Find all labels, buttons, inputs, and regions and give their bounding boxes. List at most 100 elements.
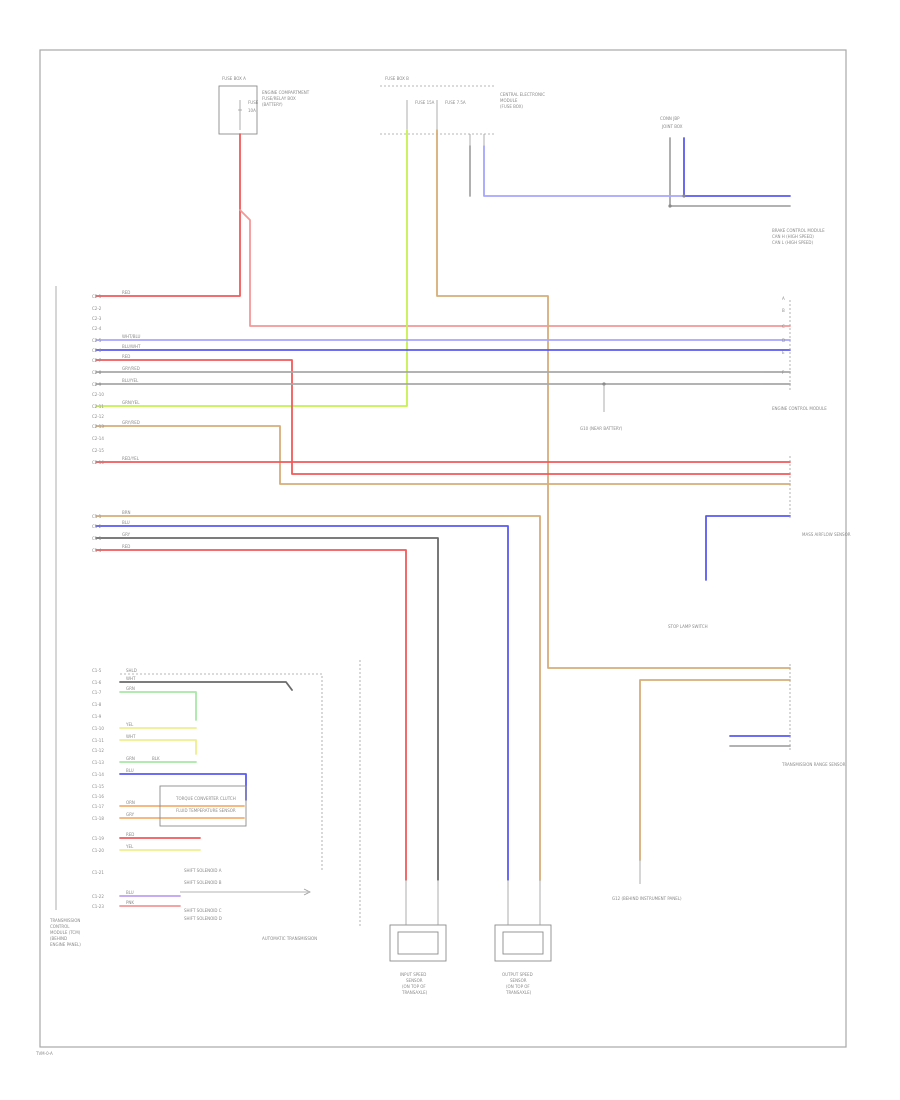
tcm-label-5: ENGINE PANEL)	[50, 942, 81, 947]
fuse-box-a-note2: FUSE/RELAY BOX	[262, 96, 296, 101]
wire-label-lower-5: WHT	[126, 734, 136, 739]
sensor1-label-2: SENSOR	[406, 978, 423, 983]
wire-right-ground	[705, 515, 791, 581]
inner-label-6: SHIFT SOLENOID D	[184, 916, 222, 921]
right-label-maf: MASS AIRFLOW SENSOR	[802, 532, 851, 537]
right-label-trs: TRANSMISSION RANGE SENSOR	[781, 762, 846, 767]
wire-label-upper-8: GRY/RED	[122, 420, 140, 425]
pin-lower-6: C1-10	[92, 726, 104, 731]
wire-label-lower-1: SHLD	[126, 668, 137, 673]
footer-code: TVM-0-A	[35, 1051, 53, 1056]
inner-label-3: TORQUE CONVERTER CLUTCH	[175, 796, 236, 801]
wire-top-right-blue	[683, 137, 791, 197]
pin-lower-13: C1-17	[92, 804, 104, 809]
tcm-label-4: (BEHIND	[50, 936, 67, 941]
pin-upper-2: C2-2	[92, 306, 102, 311]
sensor2-label-4: TRANSAXLE)	[505, 990, 532, 995]
output-speed-sensor-box	[494, 924, 552, 962]
wire-label-lower-8: BLU	[126, 768, 134, 773]
pin-upper-14: C2-14	[92, 436, 104, 441]
wire-label-mid-2: BLU	[122, 520, 130, 525]
fuse-box-a-line2: 10A	[248, 108, 256, 113]
wire-label-mid-3: GRY	[122, 532, 131, 537]
pin-lower-14: C1-18	[92, 816, 104, 821]
fuse-box-a-note3: (BATTERY)	[262, 102, 283, 107]
pin-upper-6: C2-6	[92, 348, 102, 353]
pin-upper-12: C2-12	[92, 414, 104, 419]
sensor2-label-2: SENSOR	[510, 978, 527, 983]
pin-upper-7: C2-7	[92, 358, 102, 363]
pin-upper-10: C2-10	[92, 392, 104, 397]
wire-mid-red	[95, 549, 407, 881]
wire-fuse-a-red	[95, 133, 241, 297]
wire-label-upper-1: RED	[122, 290, 130, 295]
fuse-box-b-note2: MODULE	[500, 98, 518, 103]
fuse-a-symbol	[238, 100, 242, 130]
wire-lower-1	[119, 681, 293, 691]
pin-upper-15: C2-15	[92, 448, 104, 453]
wire-label-lower-2: WHT	[126, 676, 136, 681]
wire-label-mid-1: BRN	[122, 510, 131, 515]
sensor1-label-4: TRANSAXLE)	[401, 990, 428, 995]
right-pin-e: E	[782, 350, 785, 355]
inner-label-5: SHIFT SOLENOID C	[184, 908, 222, 913]
right-pin-b: B	[782, 308, 785, 313]
pin-lower-9: C1-13	[92, 760, 104, 765]
pin-lower-7: C1-11	[92, 738, 104, 743]
right-label-bcm: BRAKE CONTROL MODULE	[772, 228, 825, 233]
conn-c-title: CONN JBP	[660, 116, 680, 121]
fuse-b-symbols	[406, 100, 485, 146]
sensor2-label-3: (ON TOP OF	[506, 984, 530, 989]
wire-mid-gry	[95, 537, 439, 881]
conn-c-line1: JOINT BOX	[661, 124, 683, 129]
wire-label-upper-6: BLU/YEL	[122, 378, 139, 383]
pin-upper-5: C2-5	[92, 338, 102, 343]
input-speed-sensor-inner	[397, 931, 439, 955]
sensor-leads	[405, 880, 541, 925]
wire-label-lower-14: PNK	[126, 900, 134, 905]
wire-label-upper-2: WHT/BLU	[122, 334, 141, 339]
pin-lower-19: C1-23	[92, 904, 104, 909]
pin-upper-8: C2-8	[92, 370, 102, 375]
pin-lower-5: C1-9	[92, 714, 102, 719]
splice-top-right	[682, 194, 686, 198]
pin-upper-13: C2-13	[92, 424, 104, 429]
ground-label-1: G10 (NEAR BATTERY)	[580, 426, 623, 431]
right-label-ecm: ENGINE CONTROL MODULE	[772, 406, 827, 411]
wire-label-upper-5: GRY/RED	[122, 366, 140, 371]
pin-mid-1: C1-1	[92, 514, 102, 519]
wire-label-upper-4: RED	[122, 354, 130, 359]
wire-label-lower-9: ORN	[126, 800, 135, 805]
wire-label-lower-12: YEL	[125, 844, 134, 849]
pin-lower-2: C1-6	[92, 680, 102, 685]
auto-trans-label: AUTOMATIC TRANSMISSION	[262, 936, 317, 941]
sensor1-label-1: INPUT SPEED	[400, 972, 426, 977]
wire-fuse-a-branch	[239, 209, 791, 327]
wire-label-upper-3: BLU/WHT	[122, 344, 141, 349]
pin-lower-15: C1-19	[92, 836, 104, 841]
ground-label-2: G12 (BEHIND INSTRUMENT PANEL)	[612, 896, 682, 901]
wire-fuse-b-tan	[436, 129, 791, 669]
wire-label-lower-3: GRN	[126, 686, 135, 691]
flat-conn-box	[159, 785, 247, 827]
pin-lower-17: C1-21	[92, 870, 104, 875]
pin-lower-10: C1-14	[92, 772, 104, 777]
pin-mid-3: C1-3	[92, 536, 102, 541]
wire-label-lower-13: BLU	[126, 890, 134, 895]
wire-lower-4	[119, 739, 197, 755]
right-pin-d: D	[782, 338, 785, 343]
pin-upper-1: C2-1	[92, 294, 102, 299]
sensor2-label-1: OUTPUT SPEED	[502, 972, 533, 977]
sensor1-label-3: (ON TOP OF	[402, 984, 426, 989]
wire-label-lower-11: RED	[126, 832, 134, 837]
wire-label-lower-6: GRN	[126, 756, 135, 761]
wire-upper-6	[95, 425, 791, 485]
inner-label-2: SHIFT SOLENOID B	[184, 880, 222, 885]
fuse-box-b-title: FUSE BOX B	[385, 76, 409, 81]
inner-label-4: FLUID TEMPERATURE SENSOR	[176, 808, 236, 813]
pin-lower-4: C1-8	[92, 702, 102, 707]
fuse-box-b-note1: CENTRAL ELECTRONIC	[500, 92, 545, 97]
tcm-label-3: MODULE (TCM)	[50, 930, 81, 935]
pin-lower-16: C1-20	[92, 848, 104, 853]
